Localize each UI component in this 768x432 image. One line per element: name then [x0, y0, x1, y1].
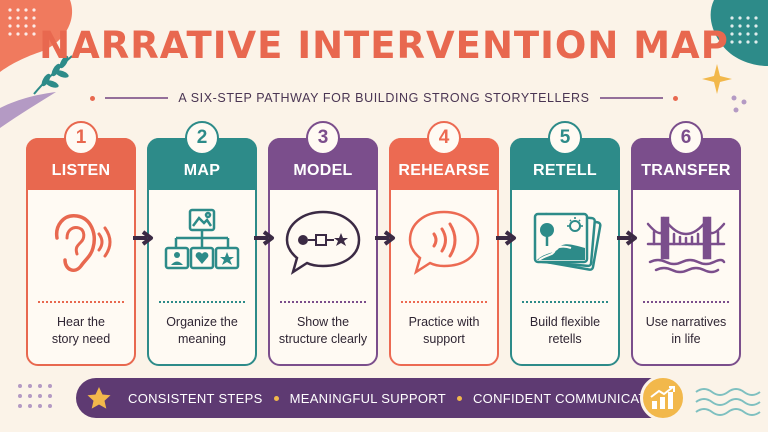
arrow-right-icon — [254, 230, 274, 246]
step-card-transfer: TRANSFER Use narratives in life — [631, 138, 741, 366]
step-description-line: Build flexible — [529, 315, 601, 329]
decorative-dots-bottom-left — [18, 384, 52, 408]
decorative-blob-top-right — [710, 0, 768, 66]
dotted-divider — [643, 301, 729, 303]
banner-item: CONFIDENT COMMUNICATORS — [472, 390, 676, 406]
bridge-icon — [646, 204, 726, 280]
step-number-badge: 4 — [427, 121, 461, 155]
step-description: Practice with support — [395, 314, 493, 348]
step-description: Organize the meaning — [153, 314, 251, 348]
subtitle-row: A SIX-STEP PATHWAY FOR BUILDING STRONG S… — [90, 90, 678, 106]
step-number-badge: 2 — [185, 121, 219, 155]
leaf-sprig-icon — [33, 55, 73, 95]
step-number-badge: 5 — [548, 121, 582, 155]
subtitle-dot-left — [90, 95, 95, 101]
dotted-divider — [38, 301, 124, 303]
arrow-right-icon — [496, 230, 516, 246]
sparkle-icon — [702, 64, 732, 94]
subtitle-rule-left — [105, 97, 169, 99]
banner-separator-dot — [273, 395, 279, 401]
picture-cards-icon — [525, 204, 605, 280]
step-description-line: retells — [548, 332, 582, 346]
page-title: NARRATIVE INTERVENTION MAP — [39, 24, 729, 67]
dotted-divider — [401, 301, 487, 303]
speech-bubble-structure-icon — [283, 204, 363, 280]
step-description-line: in life — [671, 332, 701, 346]
step-description: Show the structure clearly — [274, 314, 372, 348]
banner-item: CONSISTENT STEPS — [128, 390, 263, 406]
banner-separator-dot — [456, 395, 462, 401]
dotted-divider — [522, 301, 608, 303]
page-subtitle: A SIX-STEP PATHWAY FOR BUILDING STRONG S… — [178, 91, 590, 105]
subtitle-dot-right — [673, 95, 678, 101]
step-number-badge: 3 — [306, 121, 340, 155]
decorative-waves-bottom-right — [695, 388, 761, 416]
decorative-blob-top-left — [0, 0, 73, 72]
speech-bubble-sound-icon — [404, 204, 484, 280]
arrow-right-icon — [375, 230, 395, 246]
growth-chart-icon — [640, 375, 686, 421]
step-number-badge: 6 — [669, 121, 703, 155]
values-banner: CONSISTENT STEPS MEANINGFUL SUPPORT CONF… — [76, 378, 676, 418]
step-card-listen: LISTEN Hear the story need — [26, 138, 136, 366]
step-card-rehearse: REHEARSE Practice with support — [389, 138, 499, 366]
step-description-line: support — [423, 332, 465, 346]
step-description-line: structure clearly — [278, 332, 368, 346]
step-card-model: MODEL Show the structure clearly — [268, 138, 378, 366]
step-card-map: MAP Organize the meanin — [147, 138, 257, 366]
decorative-dots-right — [731, 95, 747, 113]
step-description-line: Practice with — [408, 315, 480, 329]
ear-icon — [41, 204, 121, 280]
decorative-swoosh-left — [0, 92, 56, 128]
star-icon — [87, 387, 111, 409]
step-description-line: Use narratives — [645, 315, 727, 329]
step-description-line: meaning — [178, 332, 226, 346]
step-description: Hear the story need — [32, 314, 130, 348]
step-card-retell: RETELL Build flexible retells — [510, 138, 620, 366]
dotted-divider — [159, 301, 245, 303]
dotted-divider — [280, 301, 366, 303]
step-number-badge: 1 — [64, 121, 98, 155]
story-map-icon — [162, 204, 242, 280]
step-description: Use narratives in life — [637, 314, 735, 348]
step-description-line: Show the — [296, 315, 350, 329]
subtitle-rule-right — [599, 97, 663, 99]
step-description-line: story need — [51, 332, 111, 346]
banner-item: MEANINGFUL SUPPORT — [289, 390, 446, 406]
arrow-right-icon — [133, 230, 153, 246]
step-description-line: Organize the — [166, 315, 238, 329]
step-description-line: Hear the — [57, 315, 105, 329]
step-description: Build flexible retells — [516, 314, 614, 348]
arrow-right-icon — [617, 230, 637, 246]
